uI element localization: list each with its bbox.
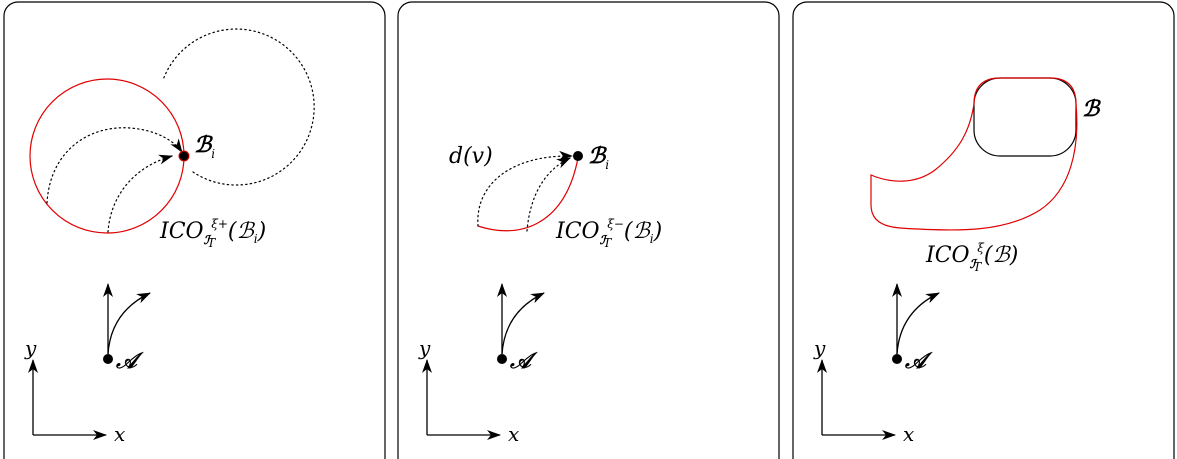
- panel-3-start-dot: [892, 354, 902, 364]
- panel-2-ico-boundary: [477, 157, 579, 232]
- panel-1-start-dot: [103, 354, 113, 364]
- panel-1-dotted-circle: [162, 28, 315, 186]
- panel-2-set-label: ICOℐTξ−(ℬi): [555, 217, 662, 250]
- panel-1: ℬi ICOℐTξ+(ℬi) 𝒜 y x: [3, 1, 386, 459]
- panel-1-set-label: ICOℐTξ+(ℬi): [159, 217, 266, 250]
- panel-3-target-label: ℬ: [1082, 96, 1102, 122]
- panel-3-y-label: y: [813, 336, 826, 360]
- panel-3-ico-boundary: [870, 77, 1078, 231]
- panel-2: ℬi d(v) ICOℐTξ−(ℬi) 𝒜 y x: [397, 1, 780, 459]
- panel-2-x-label: x: [508, 422, 519, 446]
- panel-3-turn-arrow: [896, 292, 940, 355]
- panel-3-x-label: x: [903, 422, 914, 446]
- panel-3-frame: [792, 1, 1175, 459]
- panel-1-target-dot: [179, 151, 189, 161]
- panel-2-curve-label: d(v): [449, 144, 493, 169]
- panel-1-dotted-path-inner: [107, 154, 173, 233]
- panel-2-dotted-path-outer: [477, 150, 573, 227]
- panel-1-target-ring: [178, 150, 190, 162]
- panel-1-y-label: y: [24, 336, 37, 360]
- panel-3: ℬ ICOℐTξ(ℬ) 𝒜 y x: [792, 1, 1175, 459]
- panel-1-target-label: ℬi: [194, 132, 215, 161]
- panel-2-dotted-path-inner: [526, 157, 571, 232]
- panel-1-turn-arrow: [107, 292, 151, 355]
- panel-2-target-label: ℬi: [588, 143, 609, 172]
- panel-3-set-label: ICOℐTξ(ℬ): [925, 241, 1018, 274]
- panel-1-frame: [3, 1, 386, 459]
- panel-2-start-dot: [497, 354, 507, 364]
- panel-2-target-dot: [573, 151, 583, 161]
- panel-2-y-label: y: [418, 336, 431, 360]
- panel-1-x-label: x: [114, 422, 125, 446]
- panel-1-dotted-path-outer: [46, 127, 183, 204]
- panel-2-turn-arrow: [501, 292, 545, 355]
- panel-2-frame: [397, 1, 780, 459]
